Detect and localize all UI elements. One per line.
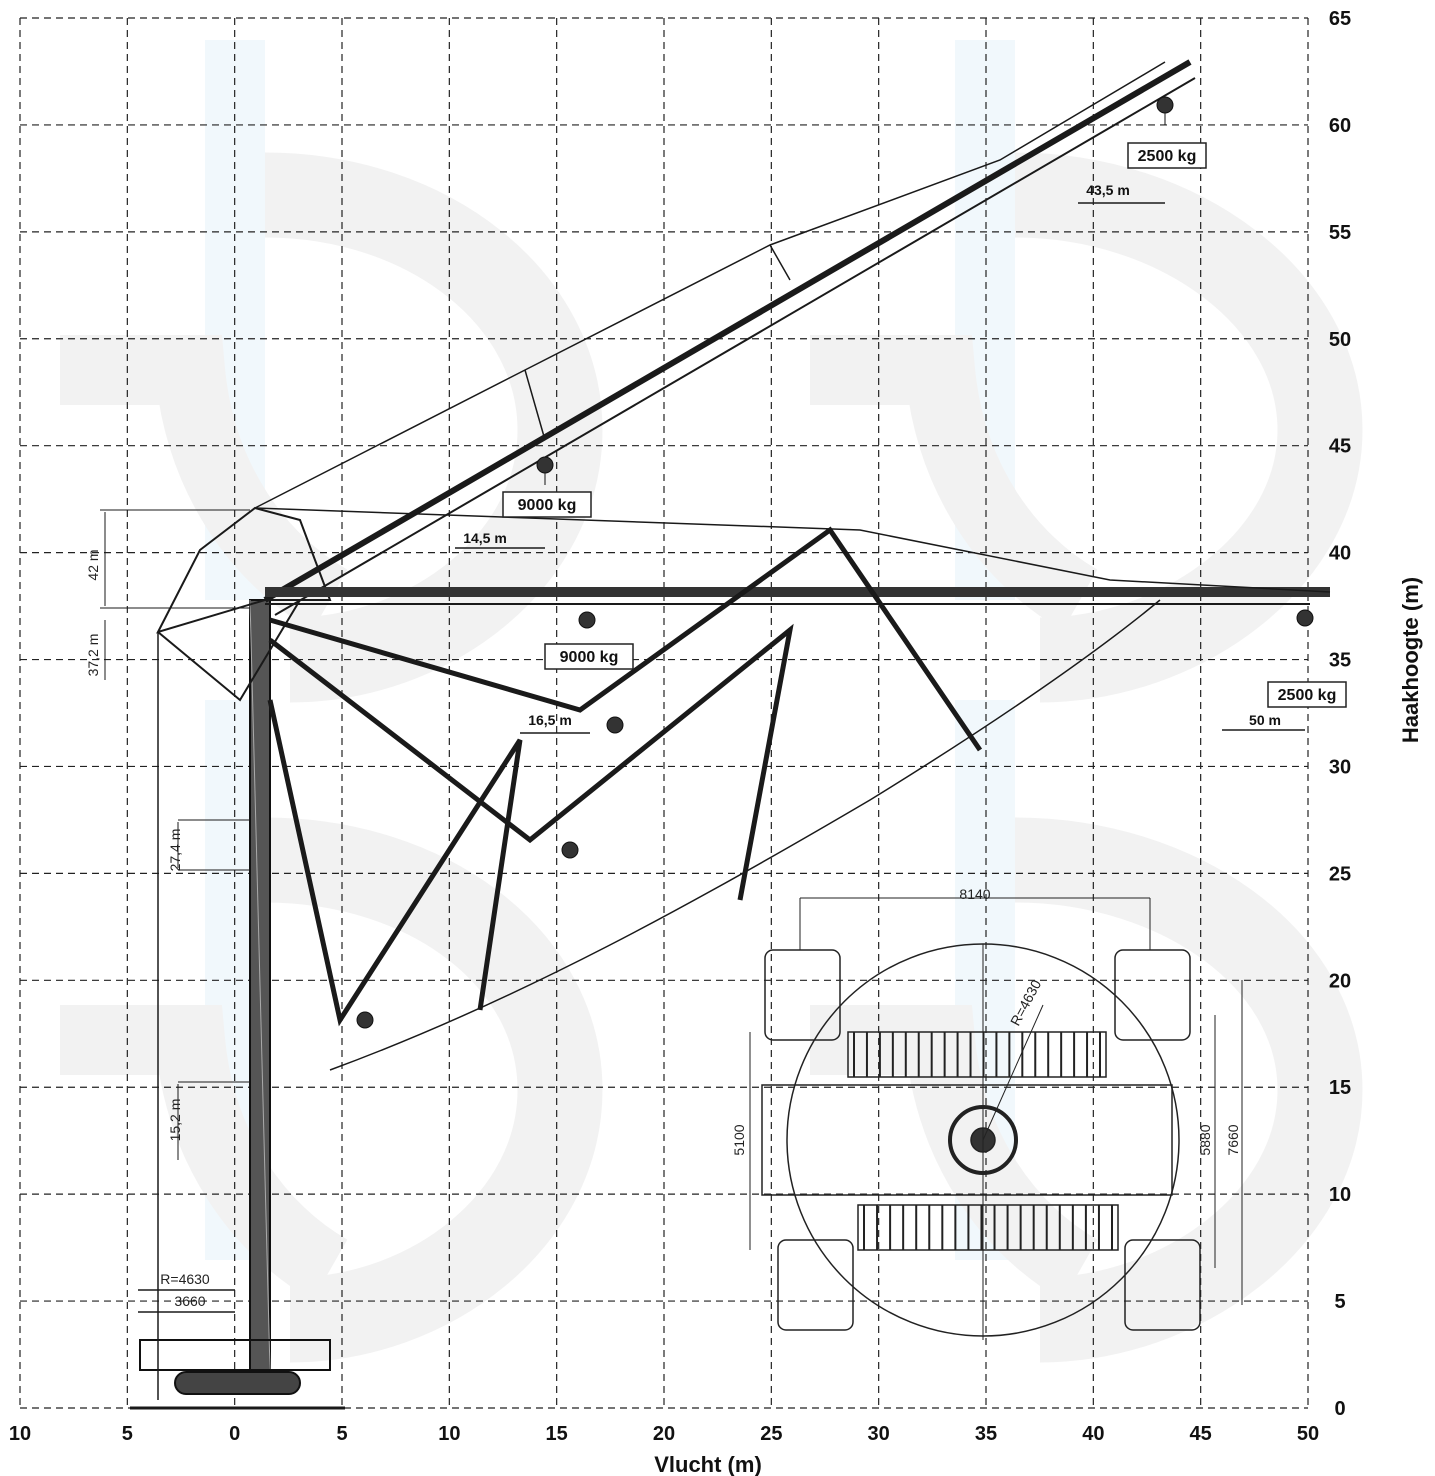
plan-dim-5100: 5100 (731, 1124, 747, 1155)
carrier-side (139, 1339, 331, 1371)
jib-folded-3 (267, 699, 523, 1027)
x-tick-label: 45 (1190, 1423, 1212, 1445)
x-tick-label: 0 (229, 1423, 240, 1445)
x-tick-label: 40 (1082, 1423, 1104, 1445)
y-tick-label: 5 (1334, 1291, 1345, 1313)
load-box-horizontal-tip: 2500 kg (1267, 681, 1347, 708)
x-tick-label: 10 (438, 1423, 460, 1445)
y-tick-label: 20 (1329, 970, 1351, 992)
height-label-372: 37,2 m (85, 634, 101, 677)
undercarriage-plan-view (749, 897, 1243, 1340)
jib-luffed (263, 59, 1192, 603)
x-tick-label: 5 (122, 1423, 133, 1445)
x-tick-label: 50 (1297, 1423, 1319, 1445)
load-box-upper-root: 9000 kg (502, 491, 592, 518)
x-tick-label: 5 (336, 1423, 347, 1445)
height-label-152: 15,2 m (167, 1099, 183, 1142)
crawler-track (174, 1371, 301, 1395)
x-tick-label: 10 (9, 1423, 31, 1445)
y-axis-ticks: 0 5 10 15 20 25 30 35 40 45 50 55 60 65 (1329, 8, 1351, 1420)
load-box-horizontal-root: 9000 kg (544, 643, 634, 670)
y-tick-label: 15 (1329, 1077, 1351, 1099)
radius-label-upper-root: 14,5 m (463, 530, 507, 546)
x-tick-label: 25 (760, 1423, 782, 1445)
plan-dim-7660: 7660 (1225, 1124, 1241, 1155)
x-tick-label: 30 (868, 1423, 890, 1445)
height-label-274: 27,4 m (167, 829, 183, 872)
side-width-label: 3660 (174, 1293, 205, 1309)
radius-label-upper-tip: 43,5 m (1086, 182, 1130, 198)
radius-label-folded: 16,5 m (528, 712, 572, 728)
y-tick-label: 45 (1329, 436, 1351, 458)
y-tick-label: 40 (1329, 543, 1351, 565)
side-radius-label: R=4630 (160, 1271, 210, 1287)
height-label-42: 42 m (85, 549, 101, 580)
radius-label-horizontal-tip: 50 m (1249, 712, 1281, 728)
y-tick-label: 30 (1329, 756, 1351, 778)
y-tick-label: 65 (1329, 8, 1351, 30)
plan-overall-width-label: 8140 (959, 886, 990, 902)
y-axis-label: Haakhoogte (m) (1398, 577, 1423, 743)
svg-text:9000 kg: 9000 kg (560, 649, 619, 666)
jib-folded-1 (269, 526, 983, 752)
load-box-upper-tip: 2500 kg (1127, 142, 1207, 169)
y-tick-label: 50 (1329, 329, 1351, 351)
svg-text:2500 kg: 2500 kg (1138, 148, 1197, 165)
y-tick-label: 0 (1334, 1398, 1345, 1420)
y-tick-label: 60 (1329, 115, 1351, 137)
x-tick-label: 20 (653, 1423, 675, 1445)
y-tick-label: 25 (1329, 863, 1351, 885)
svg-text:9000 kg: 9000 kg (518, 497, 577, 514)
x-axis-label: Vlucht (m) (654, 1452, 762, 1476)
crane-drawing (100, 59, 1331, 1410)
y-tick-label: 10 (1329, 1184, 1351, 1206)
grid (19, 17, 1309, 1409)
y-tick-label: 35 (1329, 650, 1351, 672)
x-tick-label: 15 (546, 1423, 568, 1445)
jib-folded-2 (268, 623, 794, 901)
svg-text:2500 kg: 2500 kg (1278, 687, 1337, 704)
plan-dim-5880: 5880 (1197, 1124, 1213, 1155)
y-tick-label: 55 (1329, 222, 1351, 244)
x-tick-label: 35 (975, 1423, 997, 1445)
